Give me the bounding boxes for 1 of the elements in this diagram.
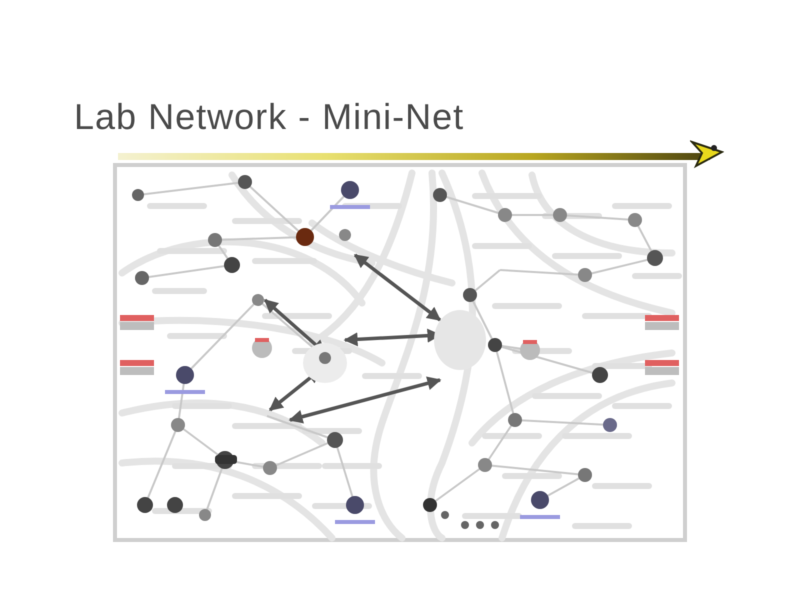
- slide-title: Lab Network - Mini-Net: [74, 96, 464, 138]
